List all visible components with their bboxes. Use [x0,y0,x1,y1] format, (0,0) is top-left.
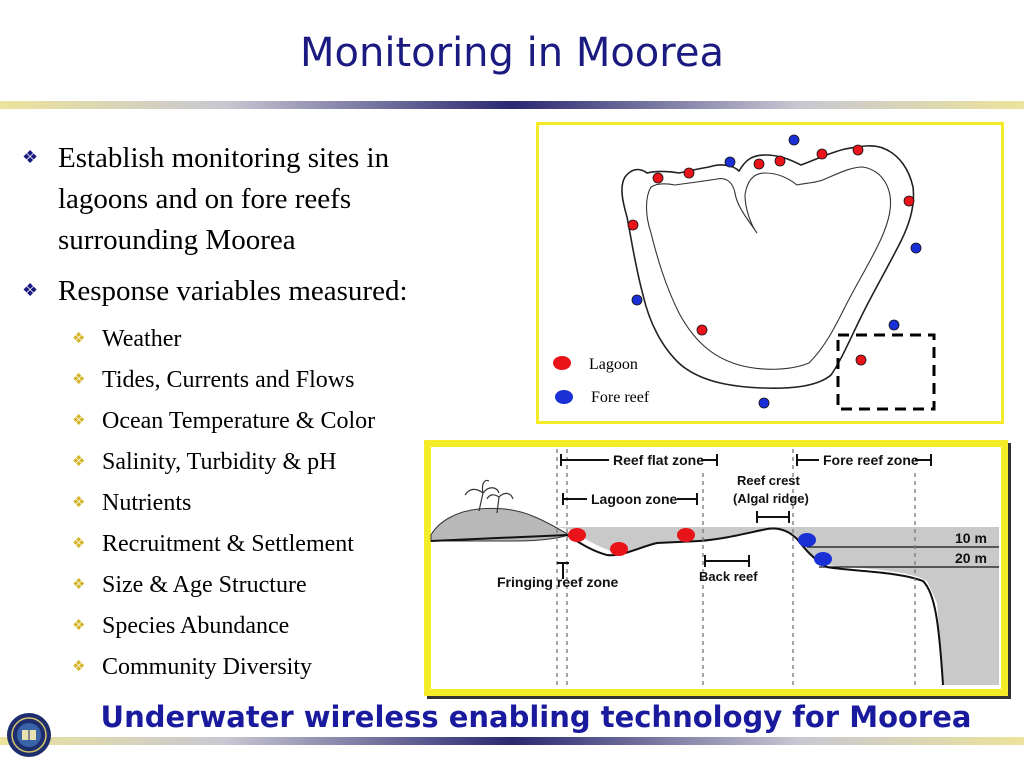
fringing-reef-zone-label: Fringing reef zone [497,574,619,590]
reef-profile-diagram: Reef flat zone Fore reef zone Reef crest… [430,447,1001,689]
university-seal-icon [7,713,51,757]
algal-ridge-label: (Algal ridge) [733,491,809,506]
diamond-bullet-icon: ❖ [22,147,39,167]
lagoon-site-marker [677,528,695,542]
sub-bullet-text: Species Abundance [102,613,290,639]
legend-lagoon-swatch [553,356,571,370]
lagoon-site-marker [627,219,639,231]
palm-tree-icon [464,479,514,514]
sub-bullet-item: ❖ Recruitment & Settlement [72,527,522,568]
fore-reef-site-marker [724,156,736,168]
sub-bullet-item: ❖ Tides, Currents and Flows [72,363,522,404]
sub-bullet-item: ❖ Nutrients [72,486,522,527]
lagoon-site-marker [683,167,695,179]
lagoon-site-marker [852,144,864,156]
footer-divider [0,737,1024,745]
lagoon-site-marker [816,148,828,160]
fore-reef-site-marker [788,134,800,146]
diamond-sub-bullet-icon: ❖ [72,618,86,634]
fore-reef-site-marker [910,242,922,254]
sub-bullet-text: Size & Age Structure [102,572,307,598]
fore-reef-site-marker [888,319,900,331]
fore-reef-zone-label: Fore reef zone [823,452,919,468]
reef-crest-label: Reef crest [737,473,801,488]
diamond-sub-bullet-icon: ❖ [72,536,86,552]
sub-bullet-item: ❖ Weather [72,322,522,363]
fore-reef-site-marker [758,397,770,409]
sub-bullet-item: ❖ Ocean Temperature & Color [72,404,522,445]
legend-fore-reef-label: Fore reef [591,389,650,406]
diamond-sub-bullet-icon: ❖ [72,372,86,388]
sub-bullet-item: ❖ Salinity, Turbidity & pH [72,445,522,486]
island-shape [430,507,571,542]
reef-profile-panel: Reef flat zone Fore reef zone Reef crest… [424,440,1008,696]
diamond-sub-bullet-icon: ❖ [72,577,86,593]
diamond-sub-bullet-icon: ❖ [72,495,86,511]
diamond-sub-bullet-icon: ❖ [72,659,86,675]
lagoon-site-marker [696,324,708,336]
fore-reef-site-marker [814,552,832,566]
diamond-sub-bullet-icon: ❖ [72,331,86,347]
lagoon-site-marker [652,172,664,184]
sub-bullet-item: ❖ Community Diversity [72,650,522,691]
legend-lagoon-label: Lagoon [589,356,638,373]
moorea-map-panel: Lagoon Fore reef [536,122,1004,424]
footer-tagline: Underwater wireless enabling technology … [100,700,972,734]
sub-bullet-text: Community Diversity [102,654,312,680]
sub-bullet-text: Weather [102,326,182,352]
sub-bullet-text: Tides, Currents and Flows [102,367,355,393]
seabed-profile [430,527,944,686]
lagoon-site-marker [774,155,786,167]
sub-bullet-text: Recruitment & Settlement [102,531,354,557]
sub-bullet-text: Ocean Temperature & Color [102,408,376,434]
diamond-bullet-icon: ❖ [22,280,39,300]
sub-bullet-text: Salinity, Turbidity & pH [102,449,337,475]
island-outline [621,145,915,390]
fore-reef-site-marker [631,294,643,306]
sub-bullet-text: Nutrients [102,490,192,516]
slide-title: Monitoring in Moorea [300,30,724,76]
reef-flat-zone-label: Reef flat zone [613,452,704,468]
moorea-map: Lagoon Fore reef [553,134,936,411]
lagoon-zone-label: Lagoon zone [591,491,678,507]
study-area-box [836,333,936,411]
sub-bullet-item: ❖ Size & Age Structure [72,568,522,609]
lagoon-inner-line [645,166,892,370]
bullet-text: Response variables measured: [58,275,408,307]
diamond-sub-bullet-icon: ❖ [72,454,86,470]
title-divider [0,101,1024,109]
lagoon-site-marker [753,158,765,170]
depth-20m-label: 20 m [955,550,987,566]
depth-10m-label: 10 m [955,530,987,546]
lagoon-site-marker [610,542,628,556]
diamond-sub-bullet-icon: ❖ [72,413,86,429]
back-reef-label: Back reef [699,569,758,584]
bullet-item: ❖ Response variables measured: [22,271,522,312]
lagoon-site-marker [568,528,586,542]
lagoon-site-marker [855,354,867,366]
lagoon-site-marker [903,195,915,207]
legend-fore-reef-swatch [555,390,573,404]
sub-bullet-item: ❖ Species Abundance [72,609,522,650]
fore-reef-site-marker [798,533,816,547]
